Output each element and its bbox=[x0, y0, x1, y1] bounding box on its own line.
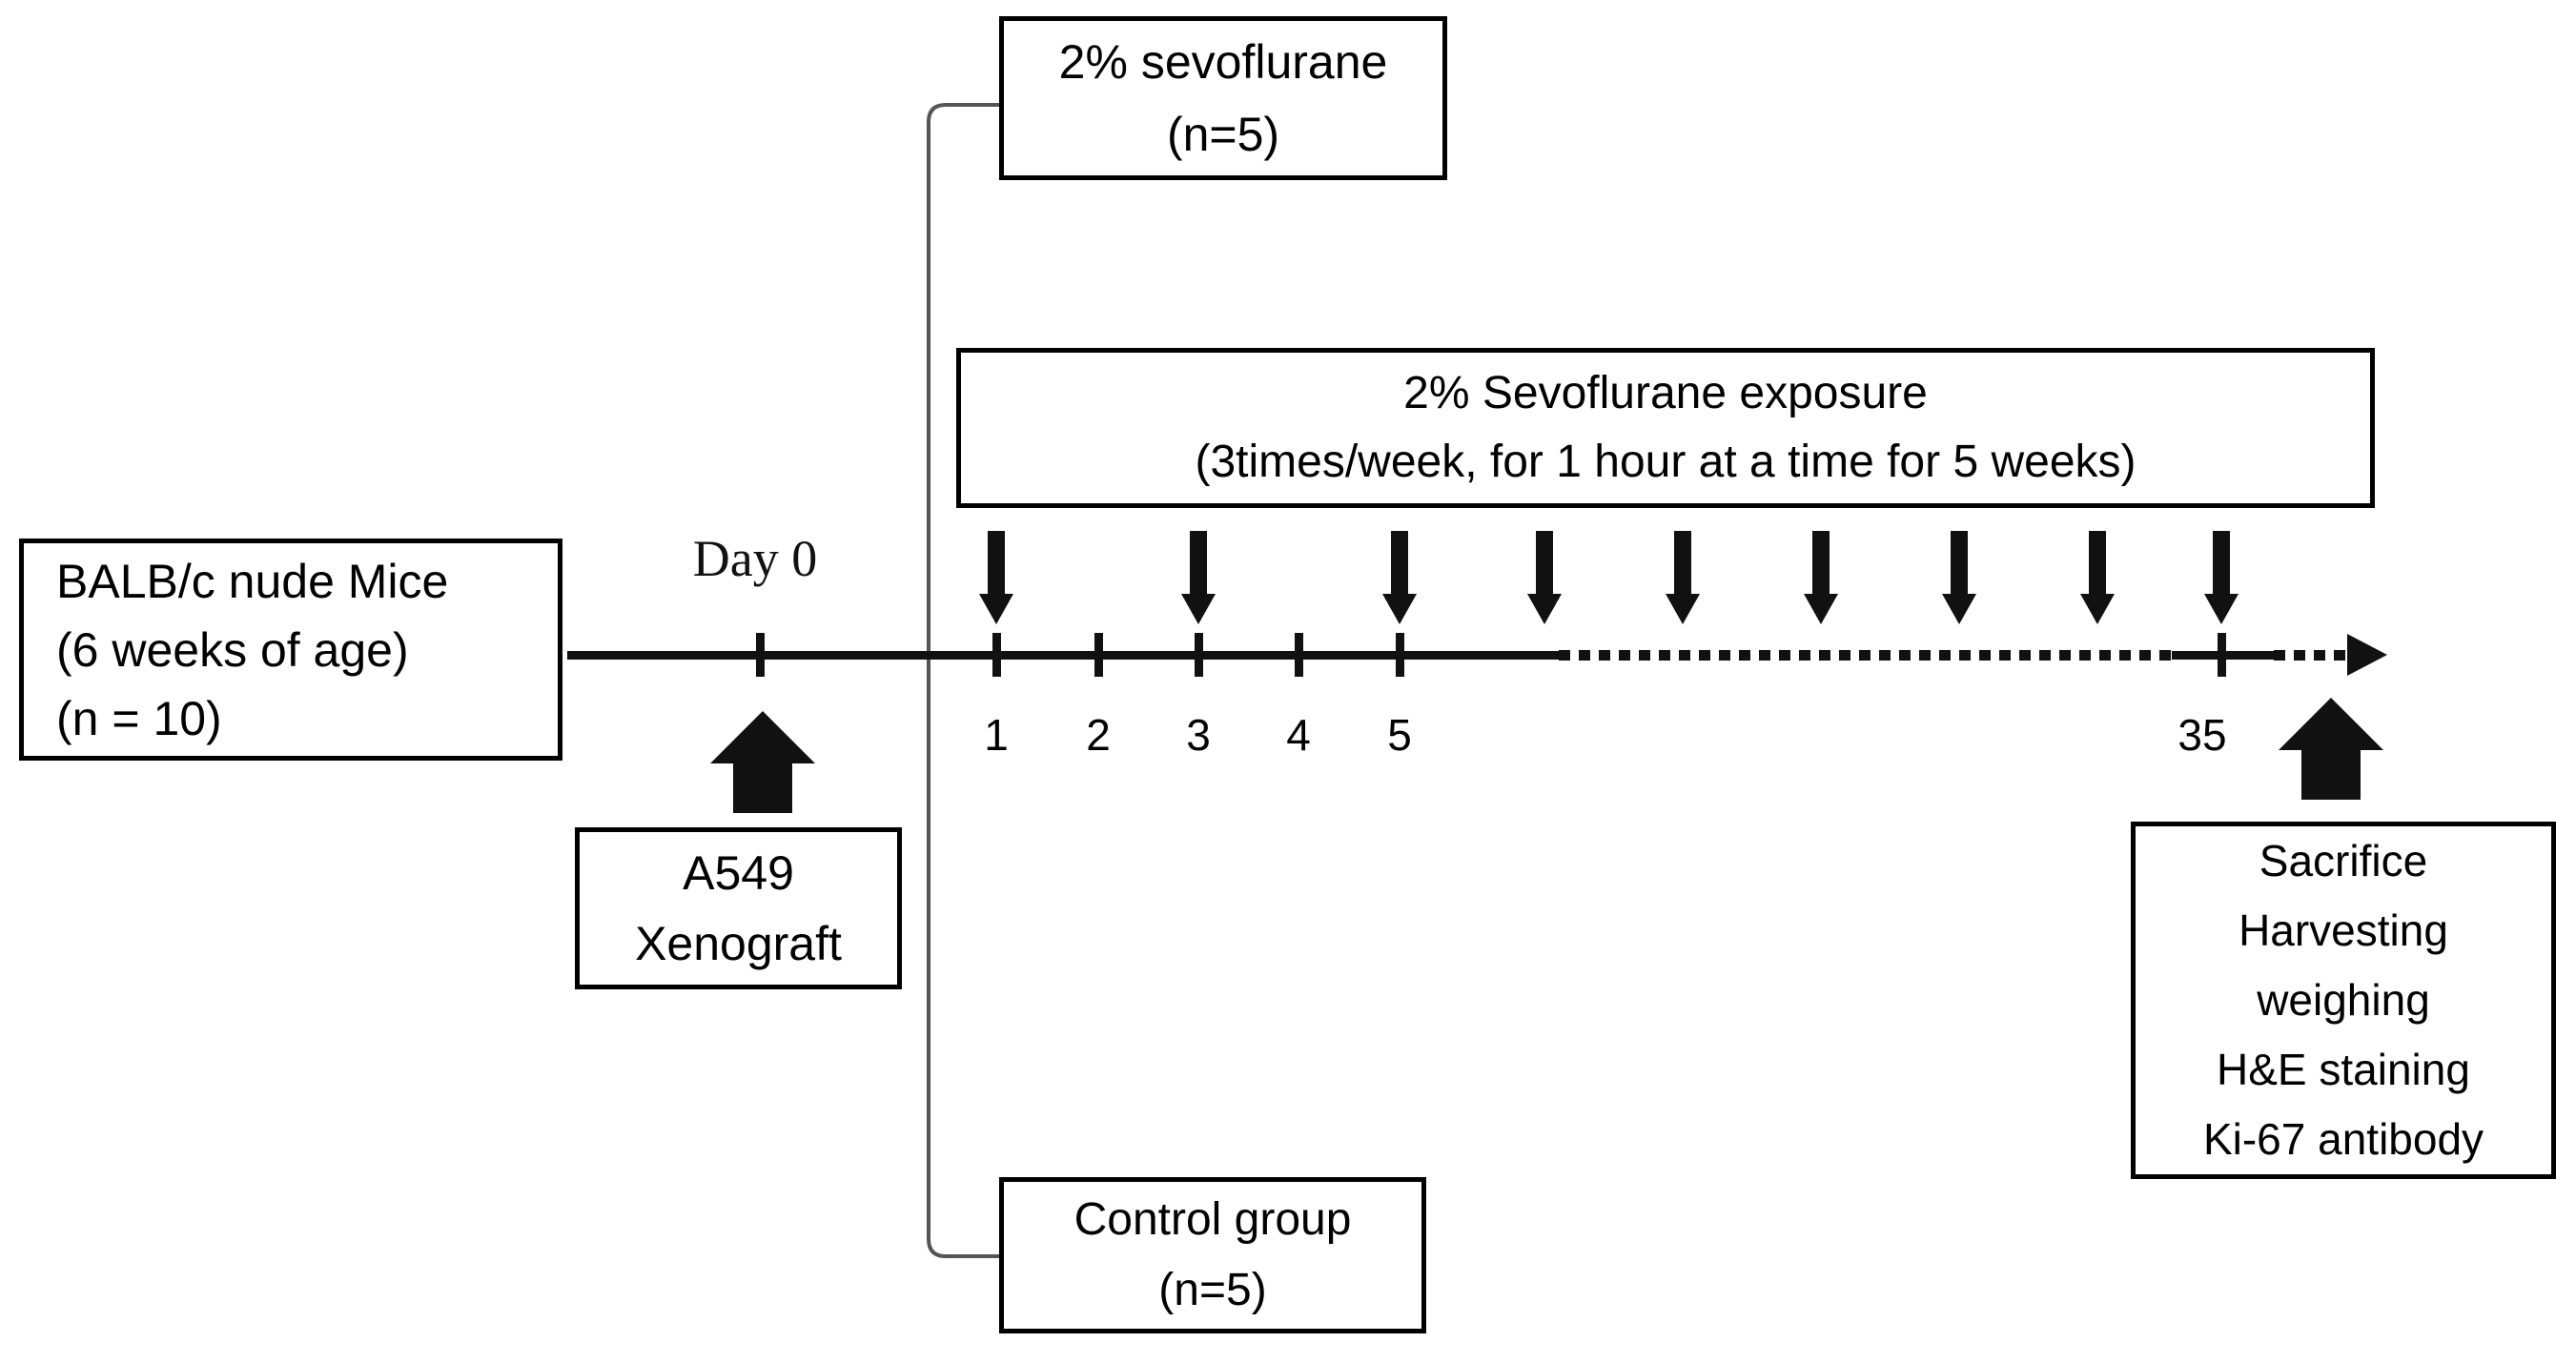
tick-day35 bbox=[2218, 633, 2226, 677]
exposure-down-arrow-icon bbox=[1942, 531, 1976, 624]
timeline-dotted-segment-end bbox=[2274, 650, 2347, 661]
timeline-end-arrowhead-icon bbox=[2347, 634, 2387, 676]
tick-label-1: 1 bbox=[984, 710, 1009, 760]
xenograft-line-1: A549 bbox=[683, 846, 794, 900]
xenograft-line-2: Xenograft bbox=[635, 917, 842, 970]
tick-label-3: 3 bbox=[1186, 710, 1211, 760]
exposure-down-arrow-icon bbox=[2080, 531, 2115, 624]
subject-line-3: (n = 10) bbox=[56, 691, 222, 745]
tick-day1 bbox=[992, 633, 1001, 677]
sacrifice-line-1: Sacrifice bbox=[2259, 836, 2428, 885]
timeline-solid-segment bbox=[567, 651, 1559, 660]
exposure-down-arrow-icon bbox=[979, 531, 1013, 624]
tick-day3 bbox=[1195, 633, 1203, 677]
exposure-down-arrow-icon bbox=[1804, 531, 1838, 624]
exposure-protocol-box: 2% Sevoflurane exposure (3times/week, fo… bbox=[956, 348, 2375, 508]
sacrifice-up-arrow-icon bbox=[2279, 698, 2383, 800]
subject-line-2: (6 weeks of age) bbox=[56, 622, 409, 677]
tick-day0 bbox=[756, 633, 765, 677]
exposure-down-arrow-icon bbox=[1527, 531, 1562, 624]
subject-line-1: BALB/c nude Mice bbox=[56, 554, 449, 608]
sacrifice-line-4: H&E staining bbox=[2217, 1045, 2470, 1094]
sevo-group-line-2: (n=5) bbox=[1166, 108, 1280, 161]
control-group-line-2: (n=5) bbox=[1158, 1265, 1267, 1315]
sacrifice-line-3: weighing bbox=[2257, 975, 2430, 1025]
sacrifice-line-2: Harvesting bbox=[2239, 905, 2448, 955]
timeline-dotted-segment bbox=[1559, 650, 2172, 661]
tick-day5 bbox=[1396, 633, 1404, 677]
tick-label-2: 2 bbox=[1086, 710, 1111, 760]
exposure-line-2: (3times/week, for 1 hour at a time for 5… bbox=[1195, 437, 2136, 487]
exposure-down-arrow-icon bbox=[1666, 531, 1700, 624]
tick-label-35: 35 bbox=[2177, 710, 2227, 760]
exposure-down-arrow-icon bbox=[2204, 531, 2239, 624]
sacrifice-endpoint-box: Sacrifice Harvesting weighing H&E staini… bbox=[2131, 822, 2556, 1179]
exposure-down-arrow-icon bbox=[1382, 531, 1417, 624]
sacrifice-line-5: Ki-67 antibody bbox=[2202, 1114, 2484, 1164]
tick-day2 bbox=[1094, 633, 1103, 677]
tick-label-4: 4 bbox=[1286, 710, 1311, 760]
tick-label-5: 5 bbox=[1387, 710, 1412, 760]
control-group-box: Control group (n=5) bbox=[999, 1177, 1426, 1333]
sevo-group-line-1: 2% sevoflurane bbox=[1058, 35, 1388, 89]
tick-day4 bbox=[1295, 633, 1303, 677]
day0-label: Day 0 bbox=[692, 530, 818, 587]
xenograft-box: A549 Xenograft bbox=[575, 827, 902, 989]
control-group-line-1: Control group bbox=[1073, 1194, 1352, 1245]
xenograft-up-arrow-icon bbox=[710, 711, 815, 813]
sevoflurane-group-box: 2% sevoflurane (n=5) bbox=[999, 16, 1447, 180]
exposure-down-arrow-icon bbox=[1181, 531, 1216, 624]
exposure-line-1: 2% Sevoflurane exposure bbox=[1403, 368, 1928, 418]
subject-mice-box: BALB/c nude Mice (6 weeks of age) (n = 1… bbox=[19, 539, 562, 761]
